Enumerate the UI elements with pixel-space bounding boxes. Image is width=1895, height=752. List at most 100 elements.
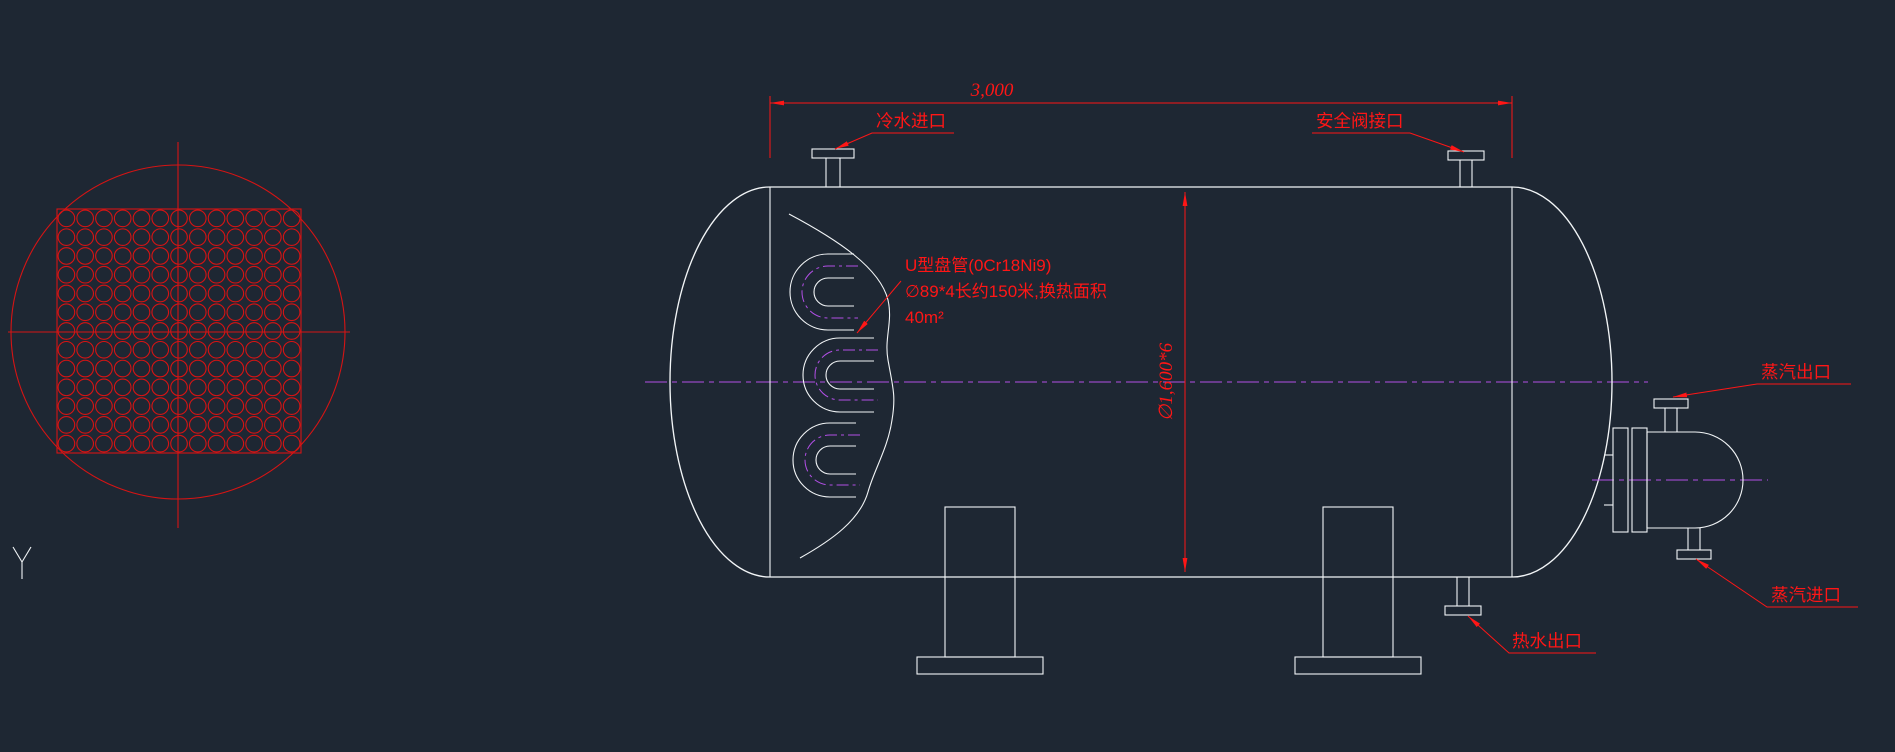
tube-hole — [207, 247, 226, 265]
tube-hole — [264, 265, 282, 284]
tube-hole — [76, 397, 95, 415]
tube-hole — [95, 397, 113, 415]
tube-hole — [132, 284, 151, 303]
tube-hole — [282, 416, 301, 434]
tube-hole — [151, 303, 170, 322]
tube-hole — [264, 416, 282, 434]
small-head-outline — [1646, 431, 1744, 529]
tube-hole — [113, 322, 132, 340]
tube-hole — [95, 359, 113, 378]
tube-hole — [207, 209, 226, 228]
coil-note-line1: U型盘管(0Cr18Ni9) — [905, 256, 1051, 275]
leader-hot-water-outlet: 热水出口 — [1467, 615, 1596, 654]
tube-hole — [76, 359, 95, 378]
tube-hole — [282, 359, 301, 378]
tube-hole — [95, 303, 113, 322]
tube-hole — [226, 378, 245, 397]
tube-hole — [95, 265, 113, 284]
steam-outlet-nozzle — [1653, 398, 1689, 432]
leader-line — [1695, 558, 1858, 608]
bundle-boundary-curve — [788, 213, 895, 559]
tube-hole — [170, 265, 188, 284]
tube-hole — [170, 378, 188, 397]
tube-hole — [95, 247, 113, 265]
tube-hole — [113, 340, 132, 359]
tube-hole — [113, 284, 132, 303]
tube-hole — [76, 228, 95, 247]
tube-hole — [188, 359, 207, 378]
u-bend-inner-wall — [815, 445, 856, 475]
tube-hole — [282, 397, 301, 415]
tube-hole — [207, 228, 226, 247]
tube-hole — [245, 434, 263, 453]
tube-hole — [132, 247, 151, 265]
side-view — [645, 148, 1768, 675]
leader-safety-valve-port: 安全阀接口 — [1312, 111, 1465, 153]
ucs-icon — [12, 546, 32, 579]
tube-hole — [95, 340, 113, 359]
tube-hole — [282, 340, 301, 359]
tube-hole — [170, 228, 188, 247]
tube-hole — [188, 434, 207, 453]
u-bend-outer-wall — [802, 337, 874, 413]
steam-inlet-nozzle — [1676, 528, 1712, 560]
steam-inlet-label: 蒸汽进口 — [1771, 585, 1841, 605]
tube-hole — [226, 209, 245, 228]
tube-hole — [226, 265, 245, 284]
tube-hole — [264, 247, 282, 265]
tube-hole — [264, 359, 282, 378]
tube-hole — [132, 228, 151, 247]
tube-hole — [132, 359, 151, 378]
tube-hole — [170, 303, 188, 322]
tube-hole — [57, 247, 76, 265]
tube-hole — [132, 209, 151, 228]
tube-hole — [188, 228, 207, 247]
tube-hole — [151, 340, 170, 359]
tube-hole — [57, 322, 76, 340]
tube-hole — [113, 247, 132, 265]
tube-hole — [226, 303, 245, 322]
tube-hole — [95, 209, 113, 228]
tube-hole — [188, 322, 207, 340]
tube-hole — [207, 265, 226, 284]
tube-hole — [132, 322, 151, 340]
u-bend-inner-wall — [825, 360, 874, 390]
tube-hole — [76, 247, 95, 265]
tube-hole — [57, 434, 76, 453]
right-head-arc — [1511, 186, 1613, 578]
tube-hole — [151, 284, 170, 303]
tube-hole — [170, 397, 188, 415]
leader-line — [856, 280, 902, 334]
tube-hole — [170, 209, 188, 228]
tube-hole — [76, 322, 95, 340]
nozzle-flange — [1653, 398, 1689, 409]
tube-hole — [226, 359, 245, 378]
tube-hole — [113, 265, 132, 284]
dim-overall-length: 3,000 — [769, 80, 1513, 158]
tube-hole — [245, 416, 263, 434]
tube-bundle-outline — [56, 208, 302, 454]
tube-hole — [132, 416, 151, 434]
dim-shell-diameter: ∅1,600*6 — [1156, 192, 1188, 572]
saddle-web — [944, 506, 1016, 658]
tube-hole — [57, 209, 76, 228]
u-bend-outer-wall — [792, 422, 856, 498]
leader-steam-inlet: 蒸汽进口 — [1695, 558, 1858, 608]
tube-hole — [57, 303, 76, 322]
tube-hole — [264, 322, 282, 340]
u-bend-top — [789, 253, 858, 331]
tube-hole — [76, 434, 95, 453]
flange-plate-left — [1612, 427, 1629, 533]
tube-hole — [264, 434, 282, 453]
tube-hole — [188, 378, 207, 397]
tube-hole — [188, 397, 207, 415]
tube-hole — [245, 228, 263, 247]
tube-hole — [113, 359, 132, 378]
tube-hole — [57, 340, 76, 359]
tube-hole — [57, 359, 76, 378]
tube-hole — [170, 434, 188, 453]
tube-hole — [282, 209, 301, 228]
tube-hole — [226, 397, 245, 415]
